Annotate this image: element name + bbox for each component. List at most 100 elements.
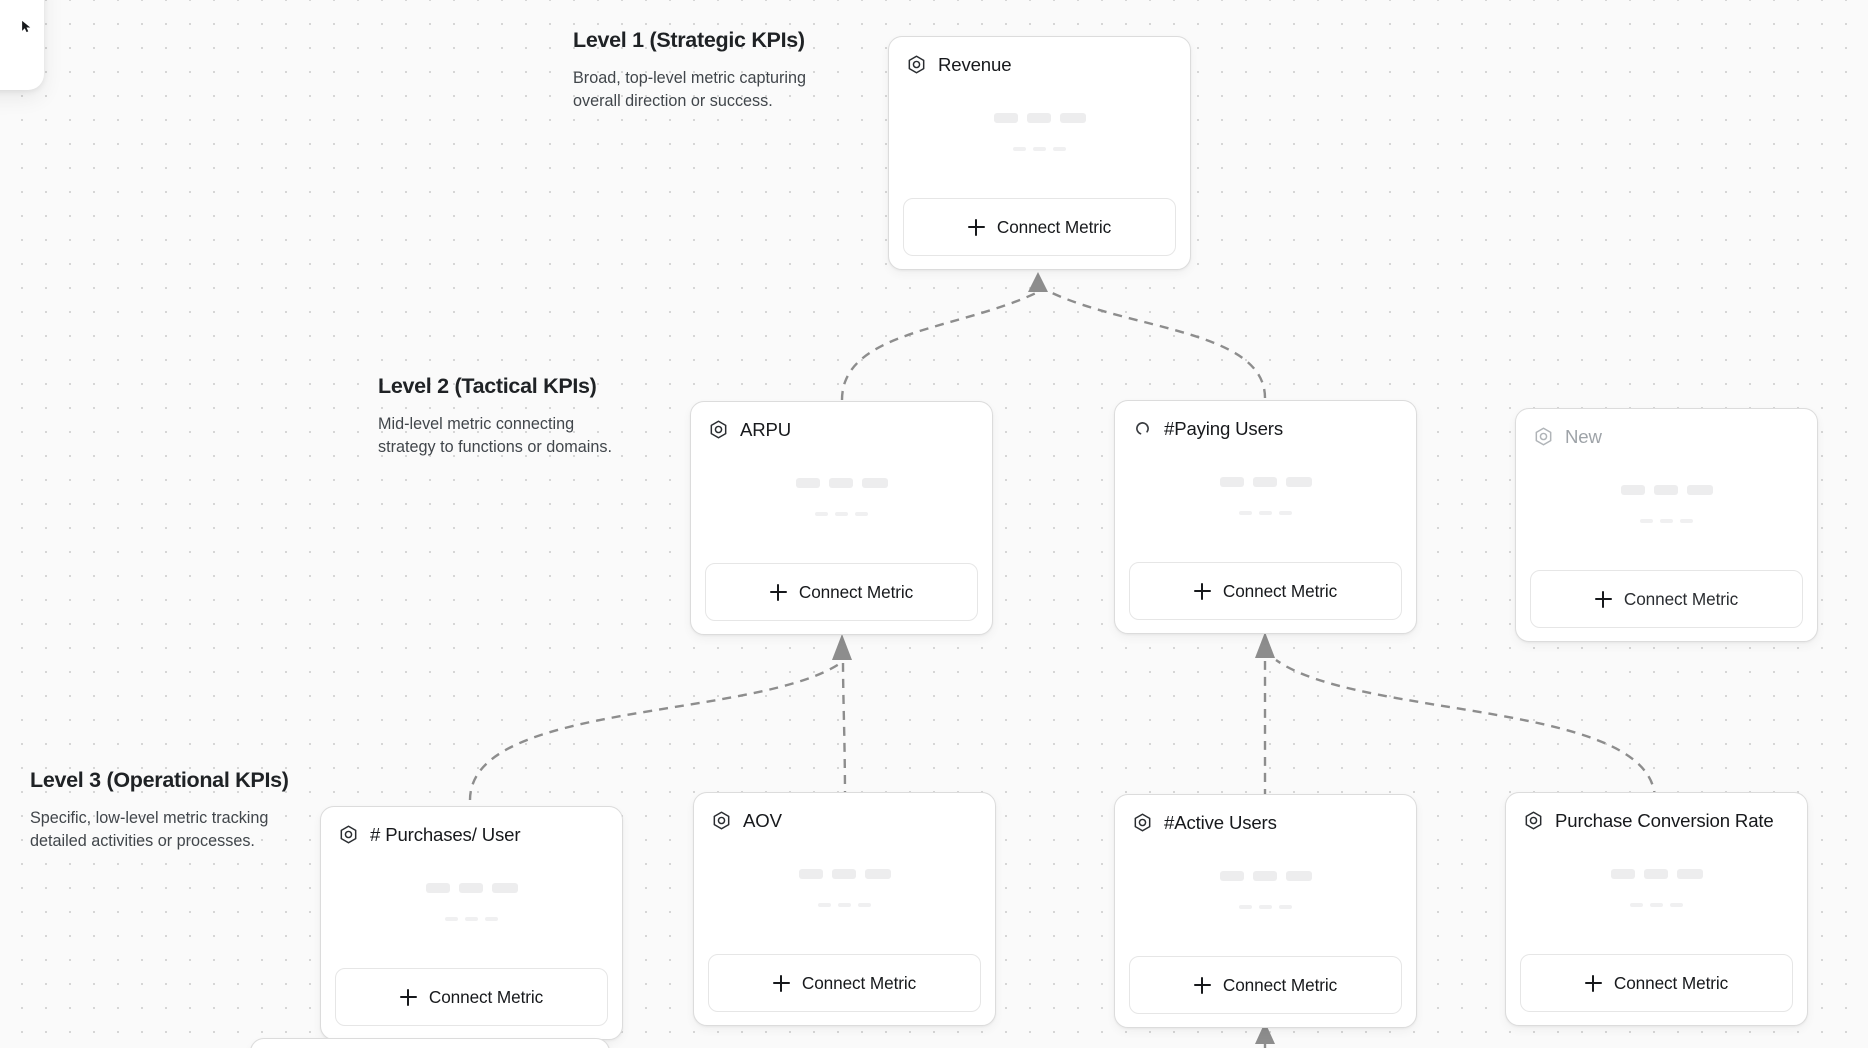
level-description: Broad, top-level metric capturing overal… bbox=[573, 68, 807, 110]
skeleton-bar bbox=[1279, 510, 1292, 515]
edge-arrow-active-paying bbox=[1255, 632, 1275, 658]
skeleton-bar bbox=[1285, 870, 1312, 881]
node-title: Purchase Conversion Rate bbox=[1555, 810, 1774, 831]
node-skeleton-body bbox=[1530, 447, 1803, 560]
skeleton-row-secondary bbox=[1640, 518, 1693, 523]
metric-node-arpu[interactable]: ARPU Connect Metric bbox=[690, 401, 993, 635]
skeleton-bar bbox=[1630, 902, 1643, 907]
edge-arrow-arpu-revenue bbox=[1028, 272, 1048, 292]
skeleton-bar bbox=[1650, 902, 1663, 907]
edge-arpu-revenue bbox=[840, 290, 1039, 401]
connect-metric-button[interactable]: Connect Metric bbox=[708, 954, 981, 1012]
skeleton-bar bbox=[818, 902, 831, 907]
node-header: ARPU bbox=[705, 416, 978, 440]
connect-metric-button[interactable]: Connect Metric bbox=[1129, 956, 1402, 1014]
edge-arrow-purchases-arpu bbox=[832, 634, 852, 660]
node-title: Revenue bbox=[938, 54, 1012, 75]
skeleton-row-secondary bbox=[818, 902, 871, 907]
node-header: # Purchases/ User bbox=[335, 821, 608, 845]
skeleton-row-primary bbox=[1219, 476, 1312, 487]
skeleton-bar bbox=[1285, 476, 1312, 487]
edge-paying-users-revenue bbox=[1049, 290, 1267, 399]
connect-metric-button[interactable]: Connect Metric bbox=[1129, 562, 1402, 620]
connect-metric-button[interactable]: Connect Metric bbox=[1530, 570, 1803, 628]
skeleton-bar bbox=[485, 916, 498, 921]
metric-node-purchase-conversion-rate[interactable]: Purchase Conversion Rate Connect Metric bbox=[1505, 792, 1808, 1026]
cursor-icon bbox=[19, 19, 34, 34]
connect-metric-button[interactable]: Connect Metric bbox=[705, 563, 978, 621]
skeleton-bar bbox=[425, 882, 450, 893]
node-header: Revenue bbox=[903, 51, 1176, 75]
skeleton-bar bbox=[1239, 904, 1252, 909]
skeleton-bar bbox=[795, 477, 820, 488]
node-skeleton-body bbox=[705, 440, 978, 553]
metric-node-revenue[interactable]: Revenue Connect Metric bbox=[888, 36, 1191, 270]
skeleton-bar bbox=[1059, 112, 1086, 123]
metric-node-paying-users[interactable]: #Paying Users Connect Metric bbox=[1114, 400, 1417, 634]
plus-icon bbox=[1193, 976, 1211, 994]
skeleton-row-primary bbox=[795, 477, 888, 488]
skeleton-bar bbox=[445, 916, 458, 921]
skeleton-bar bbox=[1643, 868, 1668, 879]
connect-metric-label: Connect Metric bbox=[1623, 588, 1739, 609]
floating-toolbar-panel[interactable] bbox=[0, 0, 44, 90]
level-title: Level 3 (Operational KPIs) bbox=[30, 768, 289, 792]
metric-hexagon-icon bbox=[906, 54, 927, 75]
skeleton-bar bbox=[1670, 902, 1683, 907]
node-skeleton-body bbox=[903, 75, 1176, 188]
edge-aov-arpu bbox=[841, 659, 847, 801]
skeleton-bar bbox=[858, 902, 871, 907]
node-title: ARPU bbox=[740, 419, 792, 440]
level-description: Mid-level metric connecting strategy to … bbox=[378, 414, 612, 456]
skeleton-bar bbox=[1219, 870, 1244, 881]
skeleton-bar bbox=[1259, 510, 1272, 515]
metric-node-new[interactable]: New Connect Metric bbox=[1515, 408, 1818, 642]
skeleton-row-secondary bbox=[1630, 902, 1683, 907]
plus-icon bbox=[772, 974, 790, 992]
skeleton-bar bbox=[1640, 518, 1653, 523]
skeleton-bar bbox=[1026, 112, 1051, 123]
skeleton-bar bbox=[1239, 510, 1252, 515]
metric-hexagon-icon bbox=[1533, 426, 1554, 447]
skeleton-bar bbox=[1259, 904, 1272, 909]
node-title: AOV bbox=[743, 810, 782, 831]
node-skeleton-body bbox=[1129, 833, 1402, 946]
skeleton-bar bbox=[1013, 146, 1026, 151]
node-title: New bbox=[1565, 426, 1602, 447]
metric-node-partial-offscreen[interactable] bbox=[250, 1038, 610, 1048]
skeleton-row-primary bbox=[425, 882, 518, 893]
skeleton-bar bbox=[465, 916, 478, 921]
level-title: Level 1 (Strategic KPIs) bbox=[573, 28, 805, 52]
level-description: Specific, low-level metric tracking deta… bbox=[30, 808, 269, 850]
skeleton-bar bbox=[1279, 904, 1292, 909]
metric-node-aov[interactable]: AOV Connect Metric bbox=[693, 792, 996, 1026]
connect-metric-label: Connect Metric bbox=[428, 986, 544, 1007]
connect-metric-button[interactable]: Connect Metric bbox=[1520, 954, 1793, 1012]
skeleton-bar bbox=[1653, 484, 1678, 495]
connect-metric-label: Connect Metric bbox=[996, 216, 1112, 237]
skeleton-row-primary bbox=[798, 868, 891, 879]
node-header: #Paying Users bbox=[1129, 415, 1402, 439]
connect-metric-label: Connect Metric bbox=[1222, 974, 1338, 995]
connect-metric-button[interactable]: Connect Metric bbox=[903, 198, 1176, 256]
level-label-2: Level 2 (Tactical KPIs) Mid-level metric… bbox=[378, 374, 628, 459]
skeleton-bar bbox=[1033, 146, 1046, 151]
metric-node-active-users[interactable]: #Active Users Connect Metric bbox=[1114, 794, 1417, 1028]
connect-metric-button[interactable]: Connect Metric bbox=[335, 968, 608, 1026]
metric-hexagon-icon bbox=[338, 824, 359, 845]
skeleton-row-secondary bbox=[1239, 510, 1292, 515]
skeleton-bar bbox=[993, 112, 1018, 123]
skeleton-bar bbox=[831, 868, 856, 879]
connect-metric-label: Connect Metric bbox=[798, 581, 914, 602]
loading-spinner-icon bbox=[1132, 418, 1153, 439]
skeleton-bar bbox=[815, 511, 828, 516]
node-skeleton-body bbox=[1520, 831, 1793, 944]
metric-node-purchases-per-user[interactable]: # Purchases/ User Connect Metric bbox=[320, 806, 623, 1040]
level-label-3: Level 3 (Operational KPIs) Specific, low… bbox=[30, 768, 300, 853]
edge-conversion-paying bbox=[1275, 659, 1657, 801]
connect-metric-label: Connect Metric bbox=[801, 972, 917, 993]
connect-metric-label: Connect Metric bbox=[1222, 580, 1338, 601]
skeleton-bar bbox=[828, 477, 853, 488]
level-title: Level 2 (Tactical KPIs) bbox=[378, 374, 597, 398]
